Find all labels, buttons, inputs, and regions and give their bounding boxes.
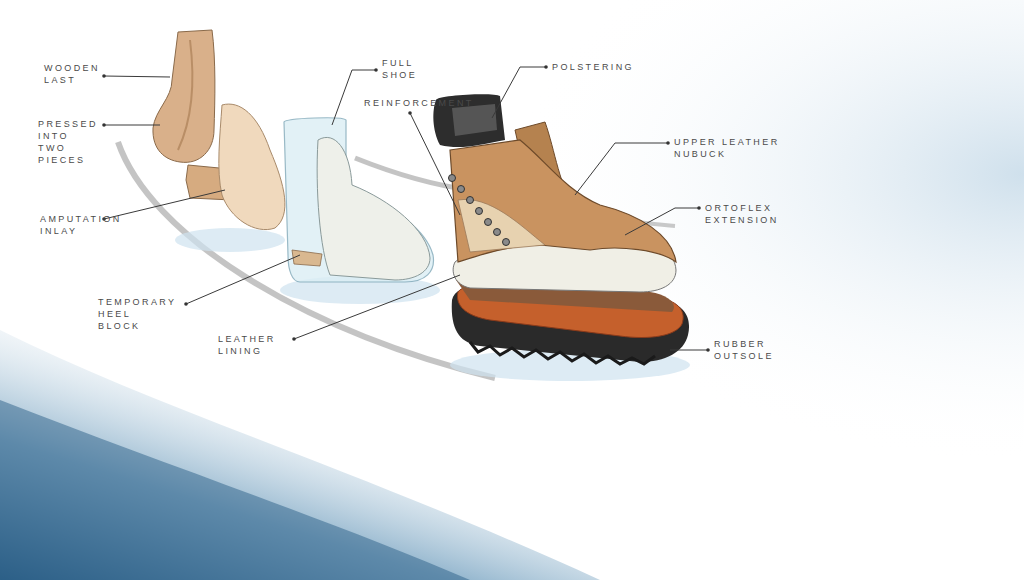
part-label: AMPUTATION INLAY [40,213,122,237]
part-label: UPPER LEATHER NUBUCK [674,136,799,160]
part-label: POLSTERING [552,61,634,73]
part-label: LEATHER LINING [218,333,276,357]
part-label: ORTOFLEX EXTENSION [705,202,779,226]
part-label: RUBBER OUTSOLE [714,338,774,362]
part-label: PRESSED INTO TWO PIECES [38,118,98,166]
part-label: REINFORCEMENT [364,97,474,109]
part-label: TEMPORARY HEEL BLOCK [98,296,176,332]
part-label: WOODEN LAST [44,62,100,86]
part-label: FULL SHOE [382,57,417,81]
